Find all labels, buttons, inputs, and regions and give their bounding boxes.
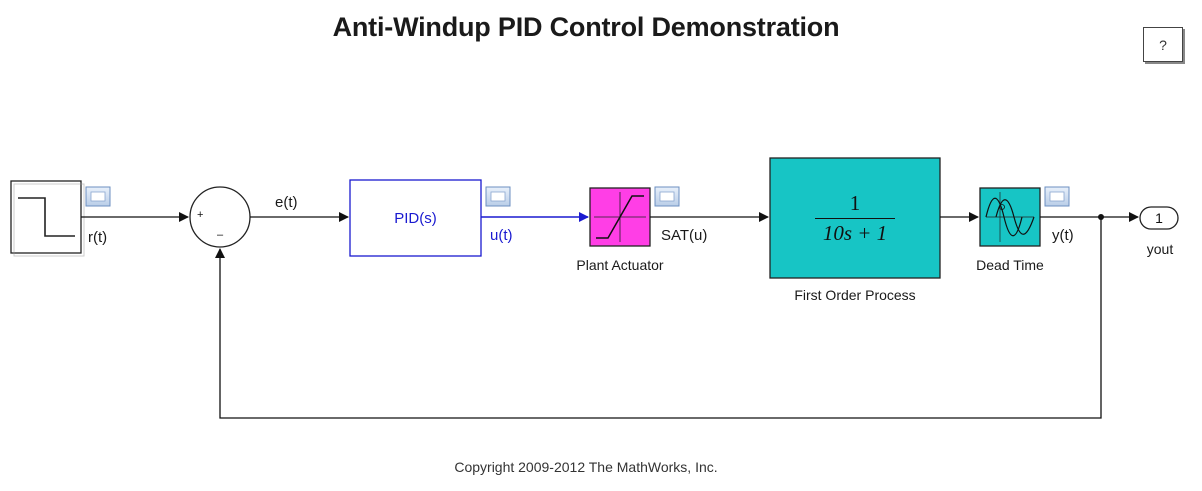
signal-label-control: u(t) <box>490 227 513 244</box>
scope-viewer-icon[interactable] <box>654 186 680 207</box>
scope-viewer-icon[interactable] <box>85 186 111 207</box>
first-order-process-label: First Order Process <box>794 287 916 303</box>
scope-viewer-icon[interactable] <box>1044 186 1070 207</box>
tf-numerator: 1 <box>849 190 861 215</box>
transfer-function: 1 10s + 1 <box>770 158 940 278</box>
fraction-bar <box>815 217 895 219</box>
signal-label-reference: r(t) <box>88 229 108 246</box>
outport-number: 1 <box>1155 210 1163 226</box>
sum-minus-sign: – <box>217 229 224 241</box>
copyright-text: Copyright 2009-2012 The MathWorks, Inc. <box>454 459 718 475</box>
step-icon <box>18 197 75 237</box>
pid-block-label: PID(s) <box>394 209 437 227</box>
signal-label-error: e(t) <box>275 194 298 211</box>
step-source-block[interactable] <box>10 180 85 257</box>
outport-label: yout <box>1146 241 1174 257</box>
signal-label-output: y(t) <box>1052 227 1074 244</box>
delay-wave-icon <box>985 192 1035 242</box>
plant-actuator-block[interactable] <box>589 187 651 247</box>
scope-viewer-icon[interactable] <box>485 186 511 207</box>
dead-time-block[interactable] <box>979 187 1041 247</box>
plant-actuator-label: Plant Actuator <box>576 257 664 273</box>
help-button[interactable]: ? <box>1143 27 1183 62</box>
signal-label-saturated: SAT(u) <box>661 227 708 244</box>
dead-time-label: Dead Time <box>976 257 1044 273</box>
tf-denominator: 10s + 1 <box>822 220 888 245</box>
pid-block[interactable] <box>349 179 482 257</box>
saturation-icon <box>596 195 644 239</box>
sum-plus-sign: + <box>197 209 204 221</box>
page-title: Anti-Windup PID Control Demonstration <box>332 12 840 42</box>
feedback-line <box>215 217 1102 419</box>
outport-block[interactable] <box>1139 206 1179 230</box>
